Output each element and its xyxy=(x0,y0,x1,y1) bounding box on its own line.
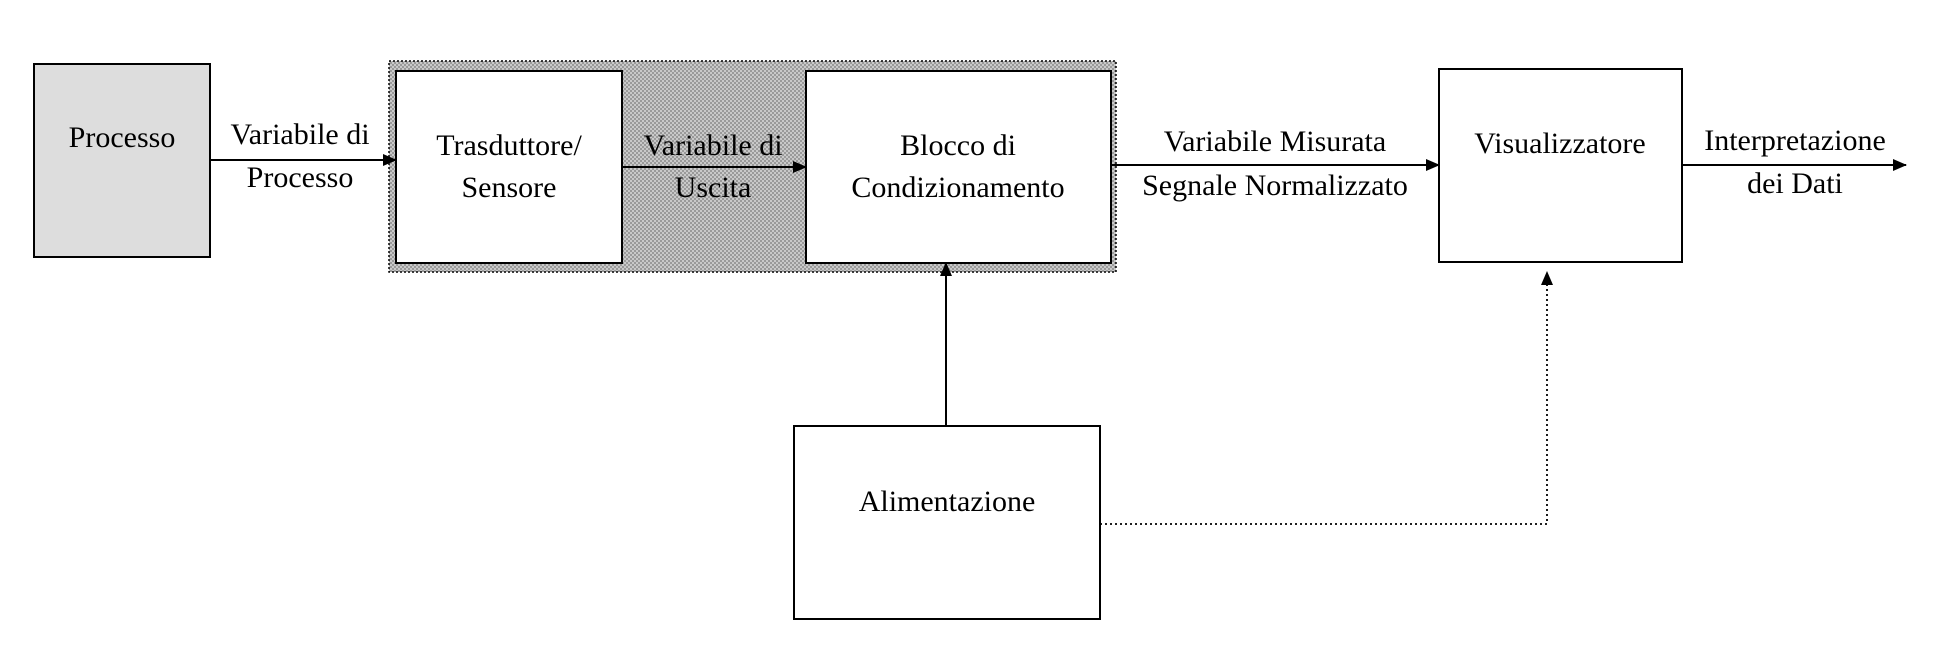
segnale-normalizzato-label-line2: Segnale Normalizzato xyxy=(1142,169,1408,202)
processo-label: Processo xyxy=(69,121,176,154)
visualizzatore-box xyxy=(1438,68,1683,263)
alimentazione-label: Alimentazione xyxy=(859,485,1036,518)
visualizzatore-block: Visualizzatore xyxy=(1438,68,1683,263)
condizionamento-block: Blocco di Condizionamento xyxy=(805,70,1112,264)
interpretazione-label-line1: Interpretazione xyxy=(1704,124,1886,157)
variabile-uscita-label-line1: Variabile di xyxy=(643,129,782,162)
condizionamento-box xyxy=(805,70,1112,264)
interpretazione-label-line2: dei Dati xyxy=(1747,167,1843,200)
variabile-processo-label-line2: Processo xyxy=(247,161,354,194)
variabile-misurata-label-line1: Variabile Misurata xyxy=(1164,125,1386,158)
condizionamento-label-line2: Condizionamento xyxy=(851,171,1064,204)
alimentazione-box xyxy=(793,425,1101,620)
visualizzatore-label: Visualizzatore xyxy=(1474,127,1645,160)
processo-box xyxy=(33,63,211,258)
condizionamento-label-line1: Blocco di xyxy=(900,129,1016,162)
trasduttore-block: Trasduttore/ Sensore xyxy=(395,70,623,264)
trasduttore-box xyxy=(395,70,623,264)
variabile-uscita-label-line2: Uscita xyxy=(675,171,752,204)
trasduttore-label-line1: Trasduttore/ xyxy=(436,129,582,162)
variabile-processo-label-line1: Variabile di xyxy=(230,118,369,151)
processo-block: Processo xyxy=(33,63,211,258)
dotted-arrow-alimentazione-to-visualizzatore xyxy=(1100,271,1553,525)
trasduttore-label-line2: Sensore xyxy=(462,171,557,204)
alimentazione-block: Alimentazione xyxy=(793,425,1101,620)
